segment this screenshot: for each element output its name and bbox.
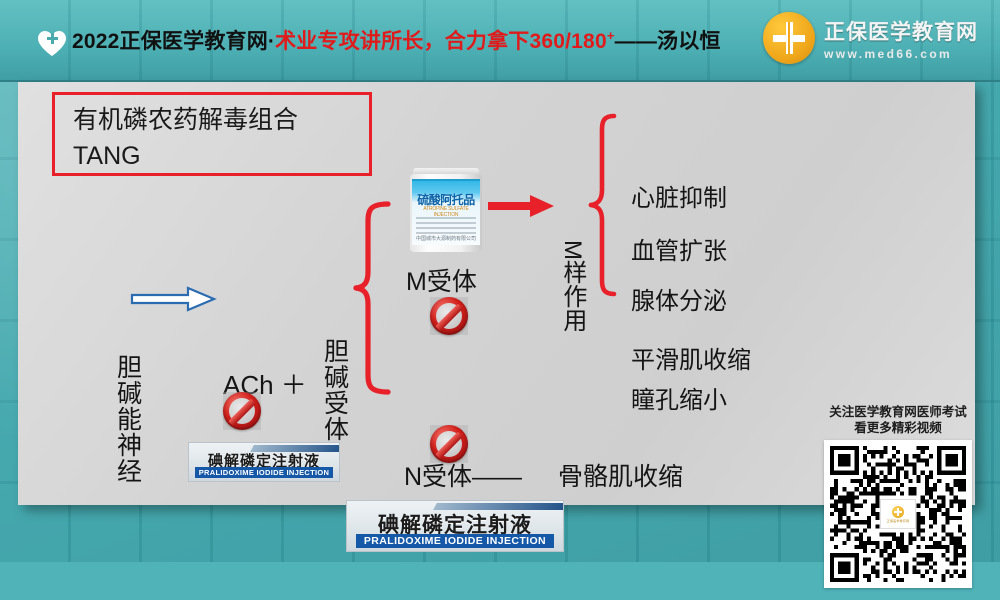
blue-arrow-nerve-to-ach: [130, 286, 217, 312]
header-title-prefix: 2022正保医学教育网·: [72, 30, 276, 53]
pralidoxime-small-cn: 碘解磷定注射液: [207, 453, 320, 470]
effect-item: 心脏抑制: [631, 185, 727, 212]
no-entry-icon-n-wrapper: [430, 425, 468, 463]
label-m-action: M样作用: [559, 240, 663, 332]
bottle-label-sub: ATROPINE SULFATE INJECTION: [423, 206, 469, 218]
label-skeletal-muscle: 骨骼肌收缩: [558, 463, 684, 491]
medical-cross-circle-icon: [763, 12, 815, 64]
effect-item: 瞳孔缩小: [631, 387, 727, 414]
header-title-highlight: 术业专攻讲所长，合力拿下360/180: [275, 30, 607, 53]
pralidoxime-small-en: PRALIDOXIME IODIDE INJECTION: [195, 467, 333, 478]
red-arrow-m-to-maction: [488, 195, 554, 217]
effect-item: 腺体分泌: [631, 288, 727, 315]
bottle-label-cn: 硫酸阿托品: [417, 193, 475, 207]
title-box: 有机磷农药解毒组合 TANG: [52, 92, 372, 176]
no-entry-icon-m-wrapper: [430, 297, 468, 335]
heart-plus-icon: [38, 27, 66, 53]
title-box-line2: TANG: [73, 142, 141, 170]
atropine-bottle: 硫酸阿托品 ATROPINE SULFATE INJECTION 中国城市大源制…: [407, 168, 485, 254]
label-m-action-text: M样作用: [558, 240, 586, 332]
pralidoxime-label-small: 碘解磷定注射液 PRALIDOXIME IODIDE INJECTION: [188, 442, 340, 482]
no-entry-icon: [430, 425, 468, 463]
title-box-line1: 有机磷农药解毒组合: [73, 106, 299, 134]
header-bar: 2022正保医学教育网·术业专攻讲所长，合力拿下360/180+——汤以恒 正保…: [0, 0, 1000, 82]
m-effects-list: 心脏抑制 血管扩张 腺体分泌 平滑肌收缩 瞳孔缩小: [631, 178, 751, 415]
bottle-label-foot: 中国城市大源制药有限公司: [415, 236, 476, 242]
brand-name: 正保医学教育网: [824, 20, 978, 44]
label-n-receptor: N受体——: [404, 463, 523, 491]
no-entry-icon-ach-wrapper: [223, 392, 261, 430]
header-title: 2022正保医学教育网·术业专攻讲所长，合力拿下360/180+——汤以恒: [72, 25, 721, 55]
pralidoxime-large-cn: 碘解磷定注射液: [378, 514, 532, 537]
qr-promo-block: 关注医学教育网医师考试 看更多精彩视频 正保医学教育网: [808, 404, 988, 600]
med66-logo-icon: 正保医学教育网: [880, 499, 916, 529]
header-title-superscript: +: [606, 28, 615, 43]
header-title-suffix: ——汤以恒: [614, 30, 721, 53]
brand-logo: 正保医学教育网 www.med66.com: [763, 12, 978, 64]
brand-url: www.med66.com: [824, 46, 953, 61]
qr-caption: 关注医学教育网医师考试 看更多精彩视频: [808, 404, 988, 436]
slide-canvas: 有机磷农药解毒组合 TANG 硫酸阿托品 ATROPINE SULFATE IN…: [18, 82, 975, 588]
qr-code-image[interactable]: 正保医学教育网: [824, 440, 972, 588]
label-cholinergic-receptor: 胆碱受体: [320, 338, 349, 442]
red-brace-receptor: [353, 201, 391, 395]
qr-caption-line2: 看更多精彩视频: [854, 421, 942, 435]
label-m-receptor: M受体: [406, 268, 477, 296]
effect-item: 血管扩张: [631, 238, 727, 265]
label-cholinergic-nerve: 胆碱能神经: [113, 354, 142, 484]
pralidoxime-label-large: 碘解磷定注射液 PRALIDOXIME IODIDE INJECTION: [346, 500, 564, 552]
no-entry-icon: [430, 297, 468, 335]
pralidoxime-large-en: PRALIDOXIME IODIDE INJECTION: [355, 534, 555, 548]
effect-item: 平滑肌收缩: [631, 347, 751, 374]
no-entry-icon: [223, 392, 261, 430]
qr-caption-line1: 关注医学教育网医师考试: [829, 405, 967, 419]
